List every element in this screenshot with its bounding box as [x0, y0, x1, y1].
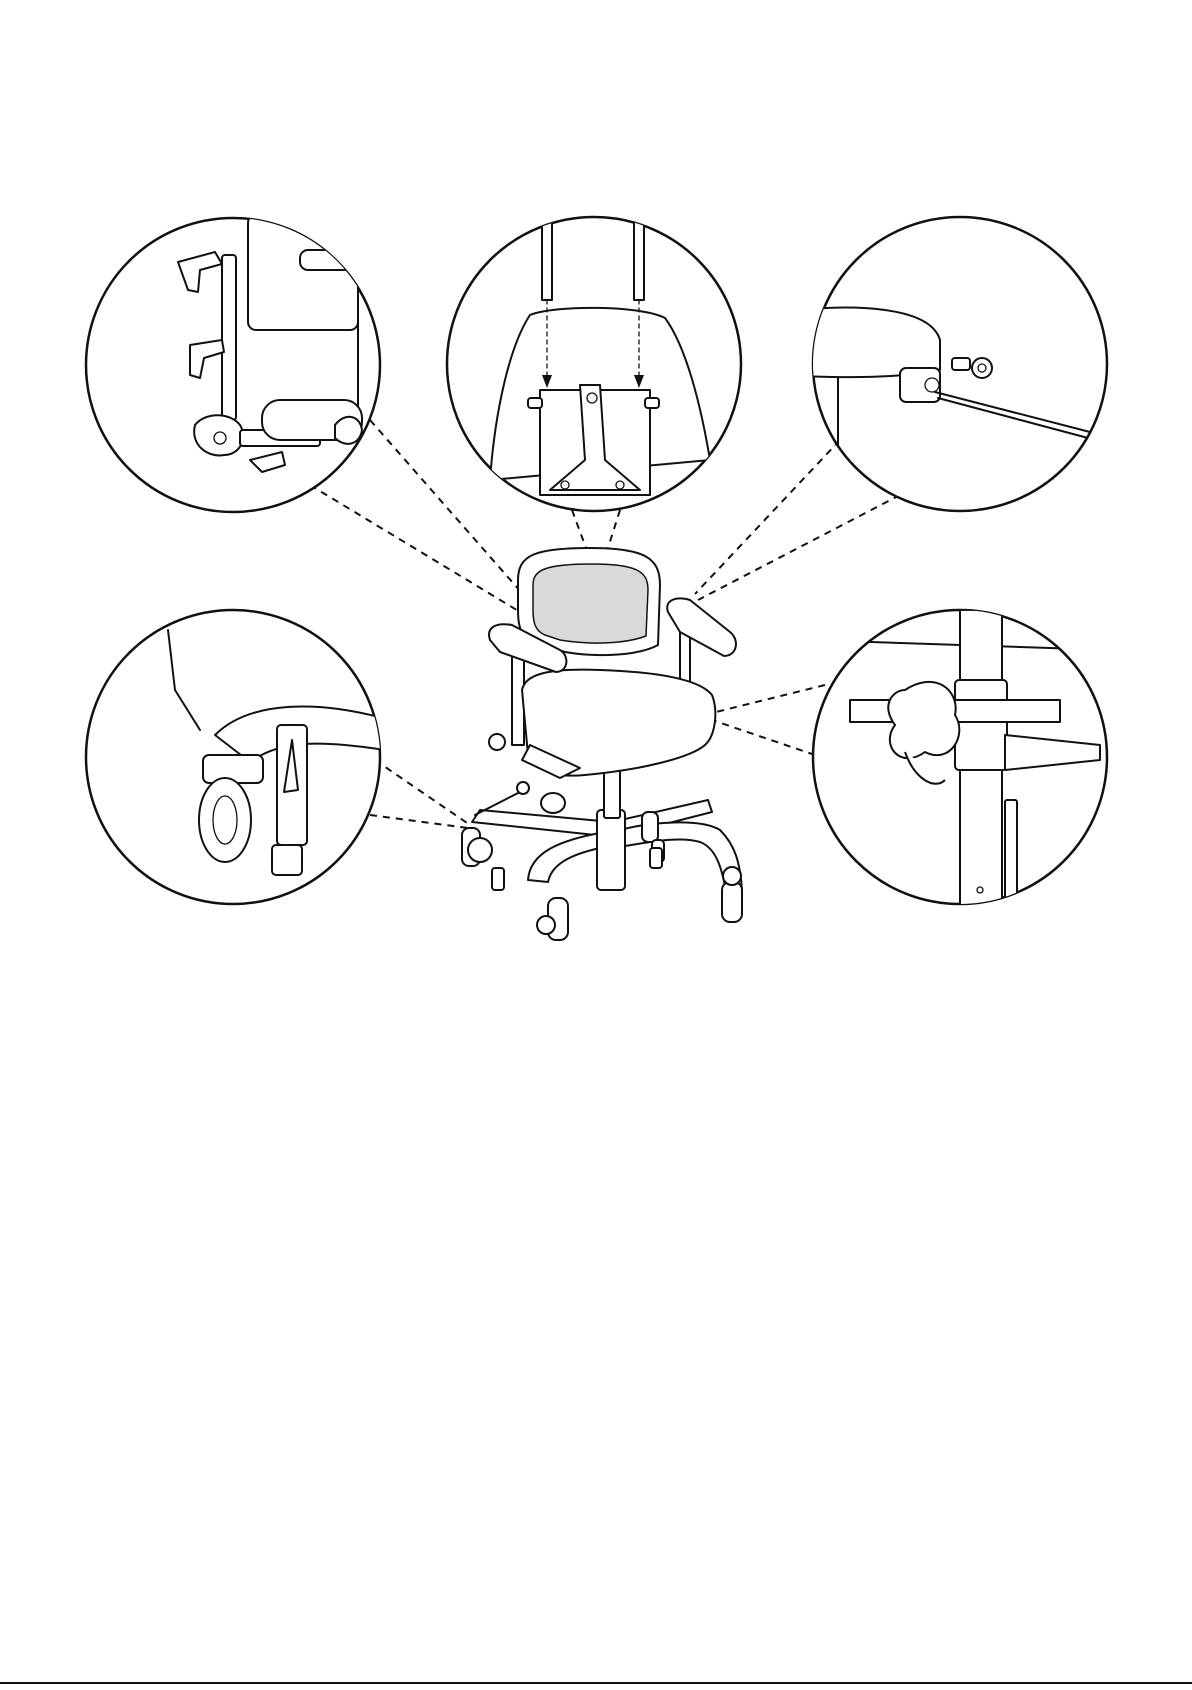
caster-right [722, 867, 742, 922]
back-tube-right [634, 220, 644, 300]
foot-glide-left [492, 868, 504, 890]
leader-line-headrest-b [310, 485, 530, 618]
leader-line-backrest-a [572, 510, 586, 548]
leader-line-knob-b [712, 720, 815, 755]
armrest-pad-right [667, 599, 736, 657]
caster-wheel [199, 778, 251, 862]
star-knob [194, 415, 243, 455]
gas-column-lower [597, 810, 625, 890]
post-clamp [955, 680, 1007, 770]
callout-caster-brake [86, 610, 390, 904]
leader-line-caster-b [370, 815, 468, 828]
back-tube-left [542, 220, 552, 300]
callout-height-knob [810, 610, 1110, 910]
leader-line-knob-a [712, 685, 825, 713]
callout-backrest-mount [447, 217, 741, 511]
leader-line-armrest-b [698, 495, 900, 600]
callout-headrest-mount [86, 215, 380, 520]
foot-glide-right [650, 848, 662, 868]
mount-block [900, 368, 940, 402]
star-knob [888, 682, 959, 758]
page-bottom-rule [0, 1682, 1192, 1684]
lever-knob [541, 793, 565, 813]
seat-knob [489, 734, 505, 750]
brake-foot [272, 845, 302, 875]
tilt-lever-end [517, 782, 529, 794]
caster-front [537, 898, 568, 940]
chair-illustration [462, 548, 742, 940]
leader-line-armrest-a [695, 440, 840, 594]
adjust-screw [972, 358, 992, 378]
callout-armrest-mount [800, 217, 1107, 520]
headrest-panel [248, 215, 358, 330]
leader-line-caster-a [375, 760, 470, 825]
base-leg-left [472, 810, 612, 836]
support-rod [222, 255, 236, 420]
armrest-pad [800, 308, 940, 377]
caster-left [462, 828, 492, 866]
gas-column-upper [604, 770, 620, 818]
backrest-cushion [533, 564, 648, 643]
leader-line-backrest-b [608, 510, 620, 548]
